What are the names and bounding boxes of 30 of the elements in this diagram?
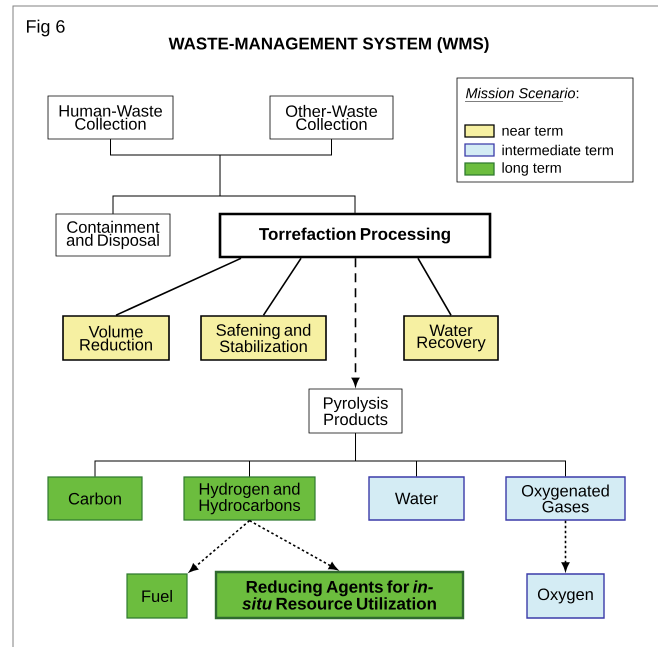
arrow: [189, 520, 250, 572]
process-box: Other-Waste Collection: [270, 96, 394, 140]
figure-number: Fig 6: [27, 20, 65, 36]
process-box: Human-Waste Collection: [48, 96, 174, 140]
process-box: Pyrolysis Products: [308, 388, 402, 434]
product-box: Oxygen: [526, 573, 605, 619]
connector-line: [355, 432, 566, 477]
product-box: Reducing Agents for in-situ Resource Utilization: [214, 570, 464, 620]
legend-label: intermediate term: [502, 144, 613, 156]
product-box: Water: [368, 476, 465, 521]
product-box: Hydrogen and Hydrocarbons: [183, 476, 316, 521]
product-box: Oxygenated Gases: [505, 476, 626, 521]
outcome-box: Water Recovery: [403, 315, 499, 361]
arrow: [352, 258, 360, 386]
process-box: Containment and Disposal: [56, 214, 170, 256]
connector-line: [116, 258, 242, 316]
outcome-box: Safening and Stabilization: [200, 315, 327, 361]
connector-line: [417, 258, 452, 316]
process-box: Torrefaction Processing: [218, 212, 492, 258]
diagram-title: WASTE-MANAGEMENT SYSTEM (WMS): [168, 37, 489, 53]
outcome-box: Volume Reduction: [62, 315, 170, 361]
connector-line: [220, 138, 356, 214]
product-box: Carbon: [47, 476, 143, 521]
legend-label: near term: [502, 126, 562, 136]
connector-line: [262, 258, 302, 316]
legend-heading: Mission Scenario:: [466, 88, 578, 98]
product-box: Fuel: [126, 573, 188, 619]
legend-label: long term: [502, 162, 561, 176]
arrow: [249, 520, 338, 570]
arrow: [562, 520, 570, 572]
